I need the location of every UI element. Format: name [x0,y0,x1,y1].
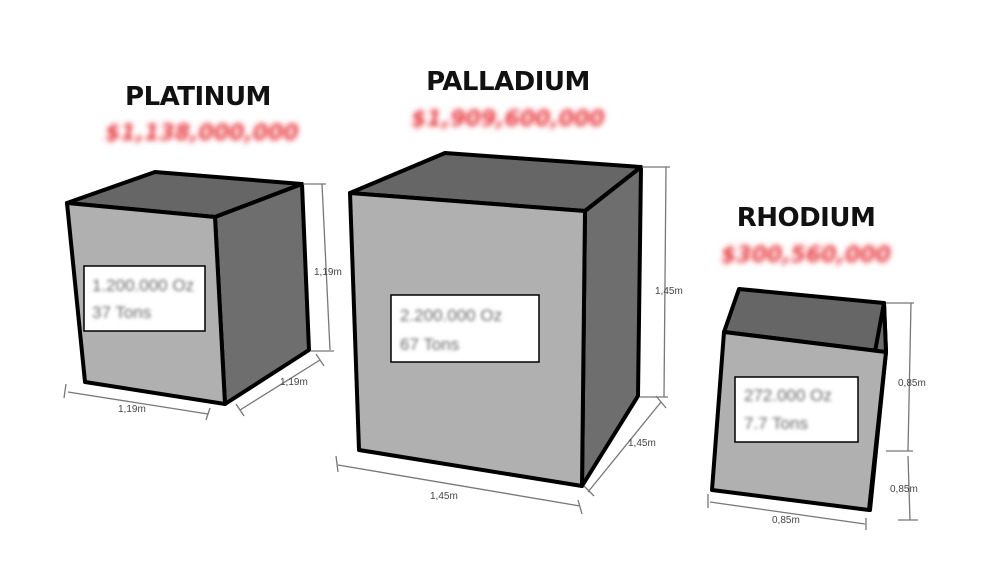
rhodium-title: RHODIUM [737,203,876,233]
platinum-cube-side [213,182,311,406]
palladium-price: $1,909,600,000 [411,107,604,132]
rhodium-cube-group: RHODIUM $300,560,000 272.000 Oz 7.7 Tons… [707,203,926,530]
palladium-depth-label: 1,45m [628,438,656,449]
rhodium-height-line [886,302,914,452]
platinum-cube-group: PLATINUM $1,138,000,000 1.200.000 Oz 37 … [63,82,342,421]
platinum-depth-line [235,353,325,417]
platinum-price: $1,138,000,000 [105,121,298,146]
platinum-height-line [303,183,334,352]
palladium-height-label: 1,45m [655,286,683,297]
rhodium-ounces: 272.000 Oz [744,386,832,405]
platinum-tons: 37 Tons [92,303,151,322]
platinum-height-label: 1,19m [314,267,342,278]
palladium-info-box [390,294,540,363]
rhodium-width-line [707,494,867,530]
palladium-depth-line [583,395,667,497]
platinum-width-label: 1,19m [118,404,146,415]
platinum-title: PLATINUM [125,82,271,112]
platinum-depth-label: 1,19m [280,377,308,388]
rhodium-height-label: 0,85m [898,378,926,389]
rhodium-info-box [734,376,859,443]
platinum-info-box [83,265,206,332]
rhodium-width-label: 0,85m [772,515,800,526]
rhodium-depth-label: 0,85m [890,484,918,495]
rhodium-depth-line [898,455,918,521]
palladium-ounces: 2.200.000 Oz [400,306,502,325]
palladium-tons: 67 Tons [400,335,459,354]
platinum-ounces: 1.200.000 Oz [92,276,194,295]
palladium-cube-group: PALLADIUM $1,909,600,000 2.200.000 Oz 67… [335,67,683,515]
palladium-height-line [640,166,670,398]
palladium-title: PALLADIUM [426,67,590,97]
rhodium-price: $300,560,000 [721,243,891,268]
rhodium-tons: 7.7 Tons [744,414,808,433]
palladium-width-label: 1,45m [430,491,458,502]
palladium-width-line [335,455,583,515]
platinum-width-line [63,383,211,421]
